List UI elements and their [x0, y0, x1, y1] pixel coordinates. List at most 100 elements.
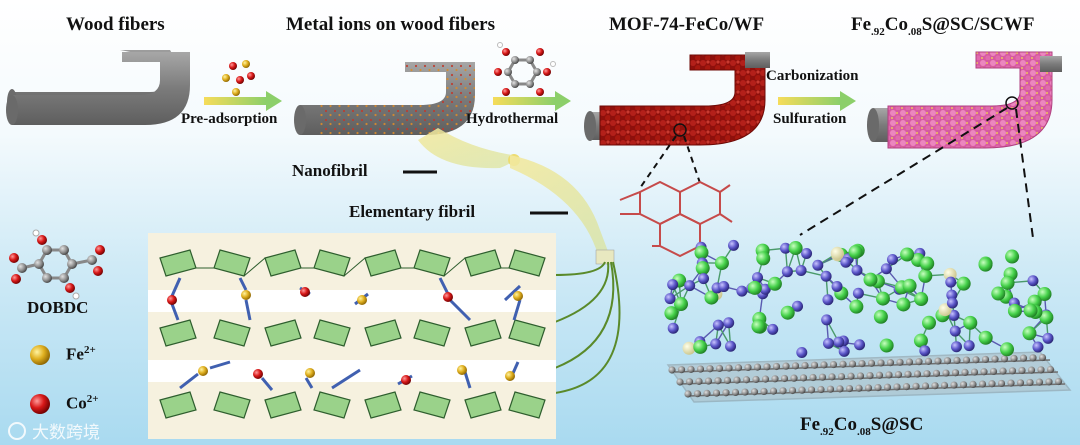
carbon-atom [684, 390, 691, 397]
sulfur-atom [853, 288, 864, 299]
sulfur-atom [823, 338, 834, 349]
sulfur-atom [812, 260, 823, 271]
iron-atom [920, 257, 934, 271]
sulfur-atom [718, 281, 729, 292]
iron-atom [751, 319, 765, 333]
label-structure: Fe.92Co.08S@SC [800, 414, 923, 438]
carbon-atom [885, 371, 892, 378]
co-legend-ball [30, 394, 50, 414]
iron-atom [789, 241, 803, 255]
arrow-pre-adsorption [204, 91, 282, 111]
sulfur-atom [782, 266, 793, 277]
legend-co-label: Co2+ [66, 393, 99, 414]
carbon-atom [931, 382, 938, 389]
legend-dobdc-label: DOBDC [27, 298, 88, 318]
sulfur-atom [1032, 341, 1043, 352]
carbon-atom [865, 384, 872, 391]
elementary-fibril-tip [596, 250, 614, 264]
fe-legend-ball [30, 345, 50, 365]
carbon-atom [1026, 379, 1033, 386]
sulfur-atom [723, 317, 734, 328]
iron-atom [957, 277, 971, 291]
watermark: 大数跨境 [8, 418, 100, 443]
metal-ions-cluster [222, 60, 255, 96]
carbon-atom [827, 386, 834, 393]
iron-atom [991, 287, 1005, 301]
carbon-atom [792, 362, 799, 369]
carbon-atom [999, 368, 1006, 375]
iron-atom [918, 269, 932, 283]
carbon-atom [874, 384, 881, 391]
carbon-atom [782, 363, 789, 370]
panel-gap-2 [148, 360, 556, 382]
label-nanofibril: Nanofibril [292, 161, 368, 181]
carbon-atom [1018, 367, 1025, 374]
carbon-atom [969, 381, 976, 388]
iron-atom [664, 306, 678, 320]
carbon-atom [895, 371, 902, 378]
carbon-atom [735, 364, 742, 371]
carbon-atom [887, 359, 894, 366]
label-mof: MOF-74-FeCo/WF [609, 14, 764, 36]
carbon-atom [1055, 378, 1062, 385]
carbon-atom [686, 378, 693, 385]
iron-atom [1001, 276, 1015, 290]
iron-atom [715, 256, 729, 270]
mof-crystal-structure [620, 182, 732, 256]
carbon-atom [798, 387, 805, 394]
carbon-atom [953, 357, 960, 364]
sulfur-atom [736, 286, 747, 297]
carbon-atom [714, 377, 721, 384]
iron-atom [1005, 250, 1019, 264]
carbon-atom [678, 366, 685, 373]
carbon-atom [923, 370, 930, 377]
sulfur-atom [767, 324, 778, 335]
sulfur-atom [881, 263, 892, 274]
carbon-atom [697, 365, 704, 372]
carbon-atom [771, 375, 778, 382]
legend-fe-label: Fe2+ [66, 344, 96, 365]
carbon-atom [800, 374, 807, 381]
atom-cluster [664, 240, 1053, 358]
iron-atom [874, 310, 888, 324]
label-elementary-fibril: Elementary fibril [349, 202, 475, 222]
carbon-atom [820, 361, 827, 368]
carbon-atom [942, 369, 949, 376]
carbon-atom [732, 389, 739, 396]
carbon-atom [1047, 366, 1054, 373]
iron-atom [748, 281, 762, 295]
carbon-atom [925, 358, 932, 365]
carbon-atom [724, 377, 731, 384]
carbon-atom [713, 389, 720, 396]
mof-coated-fiber [584, 52, 770, 145]
carbon-atom [998, 380, 1005, 387]
carbon-atom [743, 376, 750, 383]
wood-fiber-body [12, 52, 190, 125]
iron-atom [979, 331, 993, 345]
carbon-atom [676, 378, 683, 385]
carbon-atom [1029, 354, 1036, 361]
carbon-atom [971, 368, 978, 375]
iron-atom [768, 277, 782, 291]
carbon-atom [988, 380, 995, 387]
carbon-atom [1001, 355, 1008, 362]
panel-connectors [555, 262, 620, 393]
dobdc-molecule-legend [9, 230, 105, 299]
carbon-atom [706, 365, 713, 372]
carbon-atom [716, 365, 723, 372]
carbon-atom [1020, 355, 1027, 362]
carbon-atom [830, 361, 837, 368]
carbon-atom [703, 390, 710, 397]
sulfur-atom [668, 323, 679, 334]
carbon-atom [1036, 379, 1043, 386]
carbon-atom [846, 385, 853, 392]
sulfur-atom [887, 254, 898, 265]
carbon-atom [808, 386, 815, 393]
carbon-atom [839, 361, 846, 368]
watermark-text: 大数跨境 [32, 418, 100, 443]
carbon-atom [801, 362, 808, 369]
carbon-atom [979, 380, 986, 387]
wood-fiber-end [6, 95, 18, 125]
carbon-atom [847, 373, 854, 380]
sulfur-atom [728, 240, 739, 251]
